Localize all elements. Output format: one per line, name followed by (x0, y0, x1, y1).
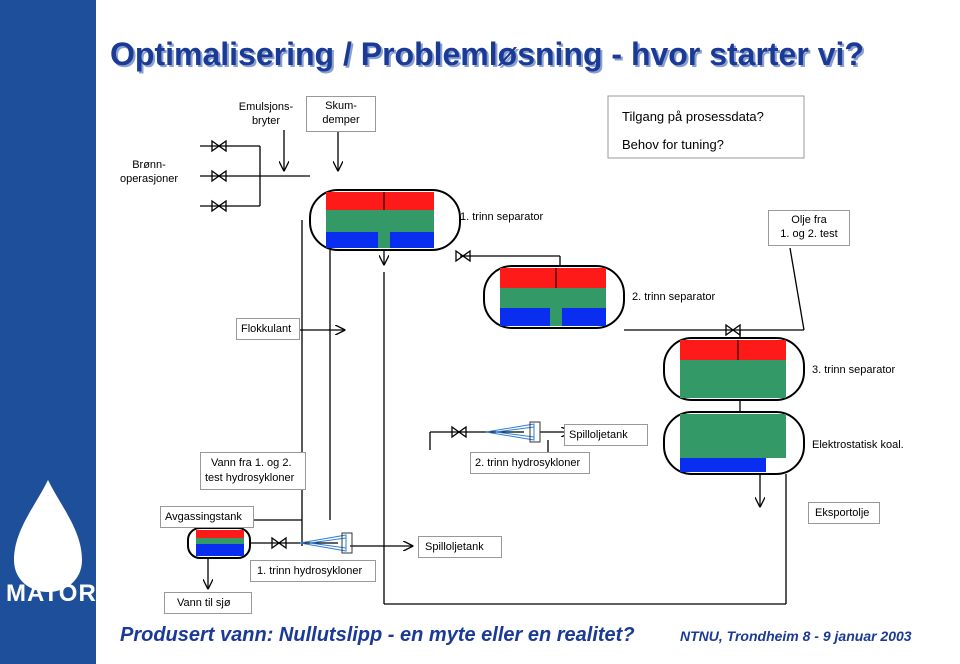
question-data-access: Tilgang på prosessdata? (622, 109, 764, 124)
page-title: Optimalisering / Problemløsning - hvor s… (110, 36, 864, 72)
separator-2-label: 2. trinn separator (632, 291, 716, 303)
footer-title: Produsert vann: Nullutslipp - en myte el… (120, 624, 635, 646)
test-hydrocyclone-water-box: Vann fra 1. og 2. test hydrosykloner (200, 452, 306, 490)
well-operations-label: Brønn-operasjoner (119, 159, 179, 185)
degassing-tank (187, 527, 251, 559)
hydrocyclone-1-box: 1. trinn hydrosykloner (250, 560, 376, 582)
water-to-sea-box: Vann til sjø (164, 592, 252, 614)
emulsion-breaker-label: Emulsjons-bryter (238, 101, 294, 127)
question-tuning: Behov for tuning? (622, 137, 724, 152)
electrostatic-coalescer (663, 411, 805, 475)
separator-1-label: 1. trinn separator (460, 211, 544, 223)
antifoam-box: Skum- demper (306, 96, 376, 132)
export-oil-box: Eksportolje (808, 502, 880, 524)
separator-3-label: 3. trinn separator (812, 364, 896, 376)
slop-tank-top-box: Spilloljetank (564, 424, 648, 446)
logo-text: MATOR (6, 580, 97, 607)
separator-3 (663, 337, 805, 401)
hydrocyclone-2-box: 2. trinn hydrosykloner (470, 452, 590, 474)
logo-sidebar: MATOR (0, 0, 96, 664)
slop-tank-bottom-box: Spilloljetank (418, 536, 502, 558)
separator-2 (483, 265, 625, 329)
oil-test-box: Olje fra 1. og 2. test (768, 210, 850, 246)
coalescer-label: Elektrostatisk koal. (812, 439, 904, 451)
hydrocyclone-2-icon (485, 421, 541, 443)
flocculant-box: Flokkulant (236, 318, 300, 340)
separator-1 (309, 189, 461, 251)
water-drop-icon (14, 480, 82, 592)
footer-venue: NTNU, Trondheim 8 - 9 januar 2003 (680, 628, 912, 644)
hydrocyclone-1-icon (299, 532, 353, 554)
degassing-tank-box: Avgassingstank (160, 506, 254, 528)
